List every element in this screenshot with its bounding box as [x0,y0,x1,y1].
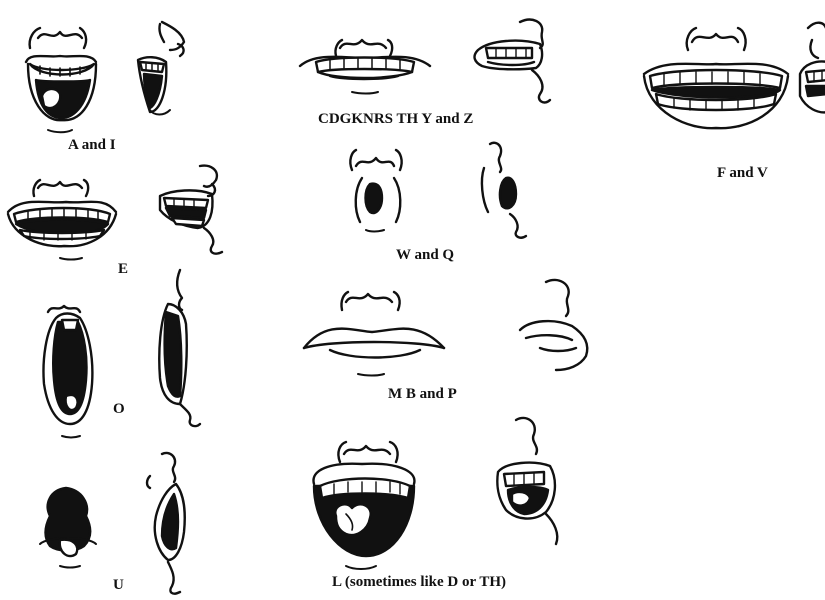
label-f-and-v: F and V [717,166,768,181]
mouth-e-side [160,166,222,254]
mouth-cdgknrs-side [475,20,550,103]
mouth-w-q-side [482,143,526,238]
label-u: U [113,578,124,593]
mouth-cdgknrs-front [300,40,430,94]
label-cdgknrs: CDGKNRS TH Y and Z [318,112,473,127]
mouth-u-side [147,453,185,594]
label-l: L (sometimes like D or TH) [332,575,506,590]
mouth-f-v-front [644,28,788,128]
mouth-l-front [313,442,414,569]
mouth-o-side [159,270,200,426]
mouth-l-side [497,418,557,544]
label-w-and-q: W and Q [396,248,454,263]
mouth-a-i-front [26,28,96,132]
mouth-e-front [8,180,116,260]
mouth-a-i-side [138,22,184,115]
label-a-and-i: A and I [68,138,116,153]
mouth-m-b-p-front [304,292,444,376]
label-e: E [118,262,128,277]
label-m-b-and-p: M B and P [388,387,457,402]
mouth-u-front [40,488,96,568]
mouth-o-front [44,306,93,438]
mouth-w-q-front [350,150,401,232]
label-o: O [113,402,125,417]
mouth-m-b-p-side [520,280,587,370]
mouth-f-v-side [800,23,825,113]
